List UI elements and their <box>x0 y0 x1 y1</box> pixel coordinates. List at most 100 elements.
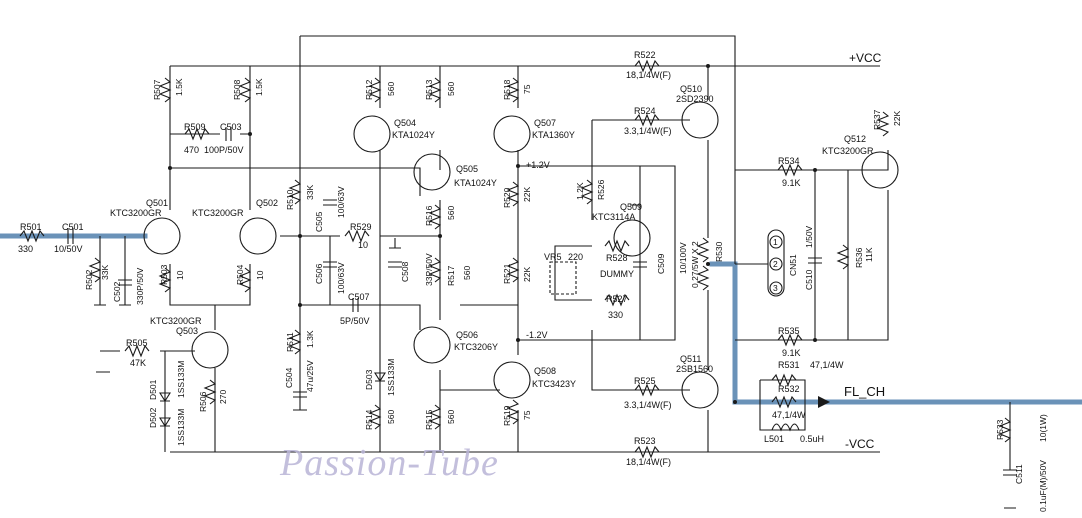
r528-value: DUMMY <box>600 269 634 279</box>
c502-value: 330P/50V <box>135 267 145 305</box>
r525-ref: R525 <box>634 376 656 386</box>
d501-ref: D501 <box>148 379 158 400</box>
r531-value: 47,1/4W <box>810 360 844 370</box>
r502-ref: R502 <box>84 269 94 290</box>
transistor-symbols <box>143 101 899 409</box>
plus-1v2-label: +1.2V <box>526 160 550 170</box>
r509-ref: R509 <box>184 122 206 132</box>
c505-ref: C505 <box>314 211 324 232</box>
r526-ref: R526 <box>596 179 606 200</box>
d502-part: 1SS133M <box>176 409 186 446</box>
cn51-pin-2: 2 <box>773 259 778 269</box>
q511-ref: Q511 <box>680 354 701 364</box>
q511-part: 2SB1560 <box>676 364 713 374</box>
r512-ref: R512 <box>364 79 374 100</box>
r523-ref: R523 <box>634 436 656 446</box>
r528-ref: R528 <box>606 253 628 263</box>
r534-value: 9.1K <box>782 178 801 188</box>
r533-ref: R533 <box>995 419 1005 440</box>
r501-ref: R501 <box>20 222 42 232</box>
r507-ref: R507 <box>152 79 162 100</box>
q503-ref: Q503 <box>176 326 198 336</box>
r510-value: 33K <box>305 185 315 200</box>
q506-part: KTC3206Y <box>454 342 498 352</box>
q505-part: KTA1024Y <box>454 178 497 188</box>
r520-ref: R520 <box>502 187 512 208</box>
cn51-ref: CN51 <box>788 254 798 276</box>
c505-value: 100/63V <box>336 186 346 218</box>
d503-ref: D503 <box>364 369 374 390</box>
c506-value: 100/63V <box>336 262 346 294</box>
vr5-ref: VR5 <box>544 252 562 262</box>
c507-value: 5P/50V <box>340 316 370 326</box>
diode-symbols <box>159 372 386 428</box>
r524-value: 3.3,1/4W(F) <box>624 126 672 136</box>
c509-ref: C509 <box>656 253 666 274</box>
r530-ref: R530 <box>714 241 724 262</box>
q507-part: KTA1360Y <box>532 130 575 140</box>
junction-dots <box>168 64 817 404</box>
r518-ref: R518 <box>502 79 512 100</box>
r513-ref: R513 <box>424 79 434 100</box>
r529-value: 10 <box>358 240 368 250</box>
r529-ref: R529 <box>350 222 372 232</box>
c510-value: 1/50V <box>804 225 814 248</box>
r514-value: 560 <box>386 410 396 424</box>
r537-ref: R537 <box>872 109 882 130</box>
vcc-pos-label: +VCC <box>849 51 882 65</box>
q509-ref: Q509 <box>620 202 642 212</box>
r514-ref: R514 <box>364 409 374 430</box>
r504-value: 10 <box>255 270 265 280</box>
minus-1v2-label: -1.2V <box>526 330 548 340</box>
r517-ref: R517 <box>446 265 456 286</box>
capacitor-symbols <box>67 127 1017 476</box>
r520-value: 22K <box>522 187 532 202</box>
q501-part: KTC3200GR <box>110 208 162 218</box>
output-highlight <box>709 261 1082 405</box>
c509-value: 10/100V <box>678 242 688 274</box>
r526-value: 1.2K <box>575 182 585 200</box>
r536-value: 11K <box>864 247 874 262</box>
r524-ref: R524 <box>634 106 656 116</box>
r533-value: 10(1W) <box>1038 414 1048 442</box>
q510-part: 2SD2390 <box>676 94 714 104</box>
c511-ref: C511 <box>1014 464 1024 484</box>
r508-ref: R508 <box>232 79 242 100</box>
c503-ref: C503 <box>220 122 242 132</box>
r502-value: 33K <box>100 265 110 280</box>
r536-ref: R536 <box>854 247 864 268</box>
q503-part: KTC3200GR <box>150 316 202 326</box>
r519-ref: R519 <box>502 405 512 426</box>
cn51-connector <box>767 229 785 297</box>
r537-value: 22K <box>892 111 902 126</box>
r525-value: 3.3,1/4W(F) <box>624 400 672 410</box>
c503-value: 100P/50V <box>204 145 244 155</box>
c502-ref: C502 <box>112 281 122 302</box>
q510-ref: Q510 <box>680 84 702 94</box>
q507-ref: Q507 <box>534 118 556 128</box>
r534-ref: R534 <box>778 156 800 166</box>
r535-value: 9.1K <box>782 348 801 358</box>
r508-value: 1.5K <box>254 78 264 96</box>
q504-part: KTA1024Y <box>392 130 435 140</box>
q509-part: KTC3114A <box>592 212 635 222</box>
r535-ref: R535 <box>778 326 800 336</box>
c501-value: 10/50V <box>54 244 83 254</box>
watermark-text: Passion-Tube <box>279 442 499 484</box>
r511-value: 1.3K <box>305 330 315 348</box>
c504-value: 47u/25V <box>305 360 315 392</box>
r521-value: 22K <box>522 267 532 282</box>
q512-part: KTC3200GR <box>822 146 874 156</box>
r504-ref: R504 <box>235 264 245 285</box>
r505-ref: R505 <box>126 338 148 348</box>
r530-value: 0.27/5W X 2 <box>690 241 700 288</box>
c511-value: 0.1uF(M)/50V <box>1038 460 1048 512</box>
q505-ref: Q505 <box>456 164 478 174</box>
q504-ref: Q504 <box>394 118 416 128</box>
top-feedback-wire <box>300 35 736 264</box>
r521-ref: R521 <box>502 263 512 284</box>
q508-part: KTC3423Y <box>532 379 576 389</box>
r511-ref: R511 <box>285 332 295 352</box>
vcc-neg-label: -VCC <box>845 437 875 451</box>
